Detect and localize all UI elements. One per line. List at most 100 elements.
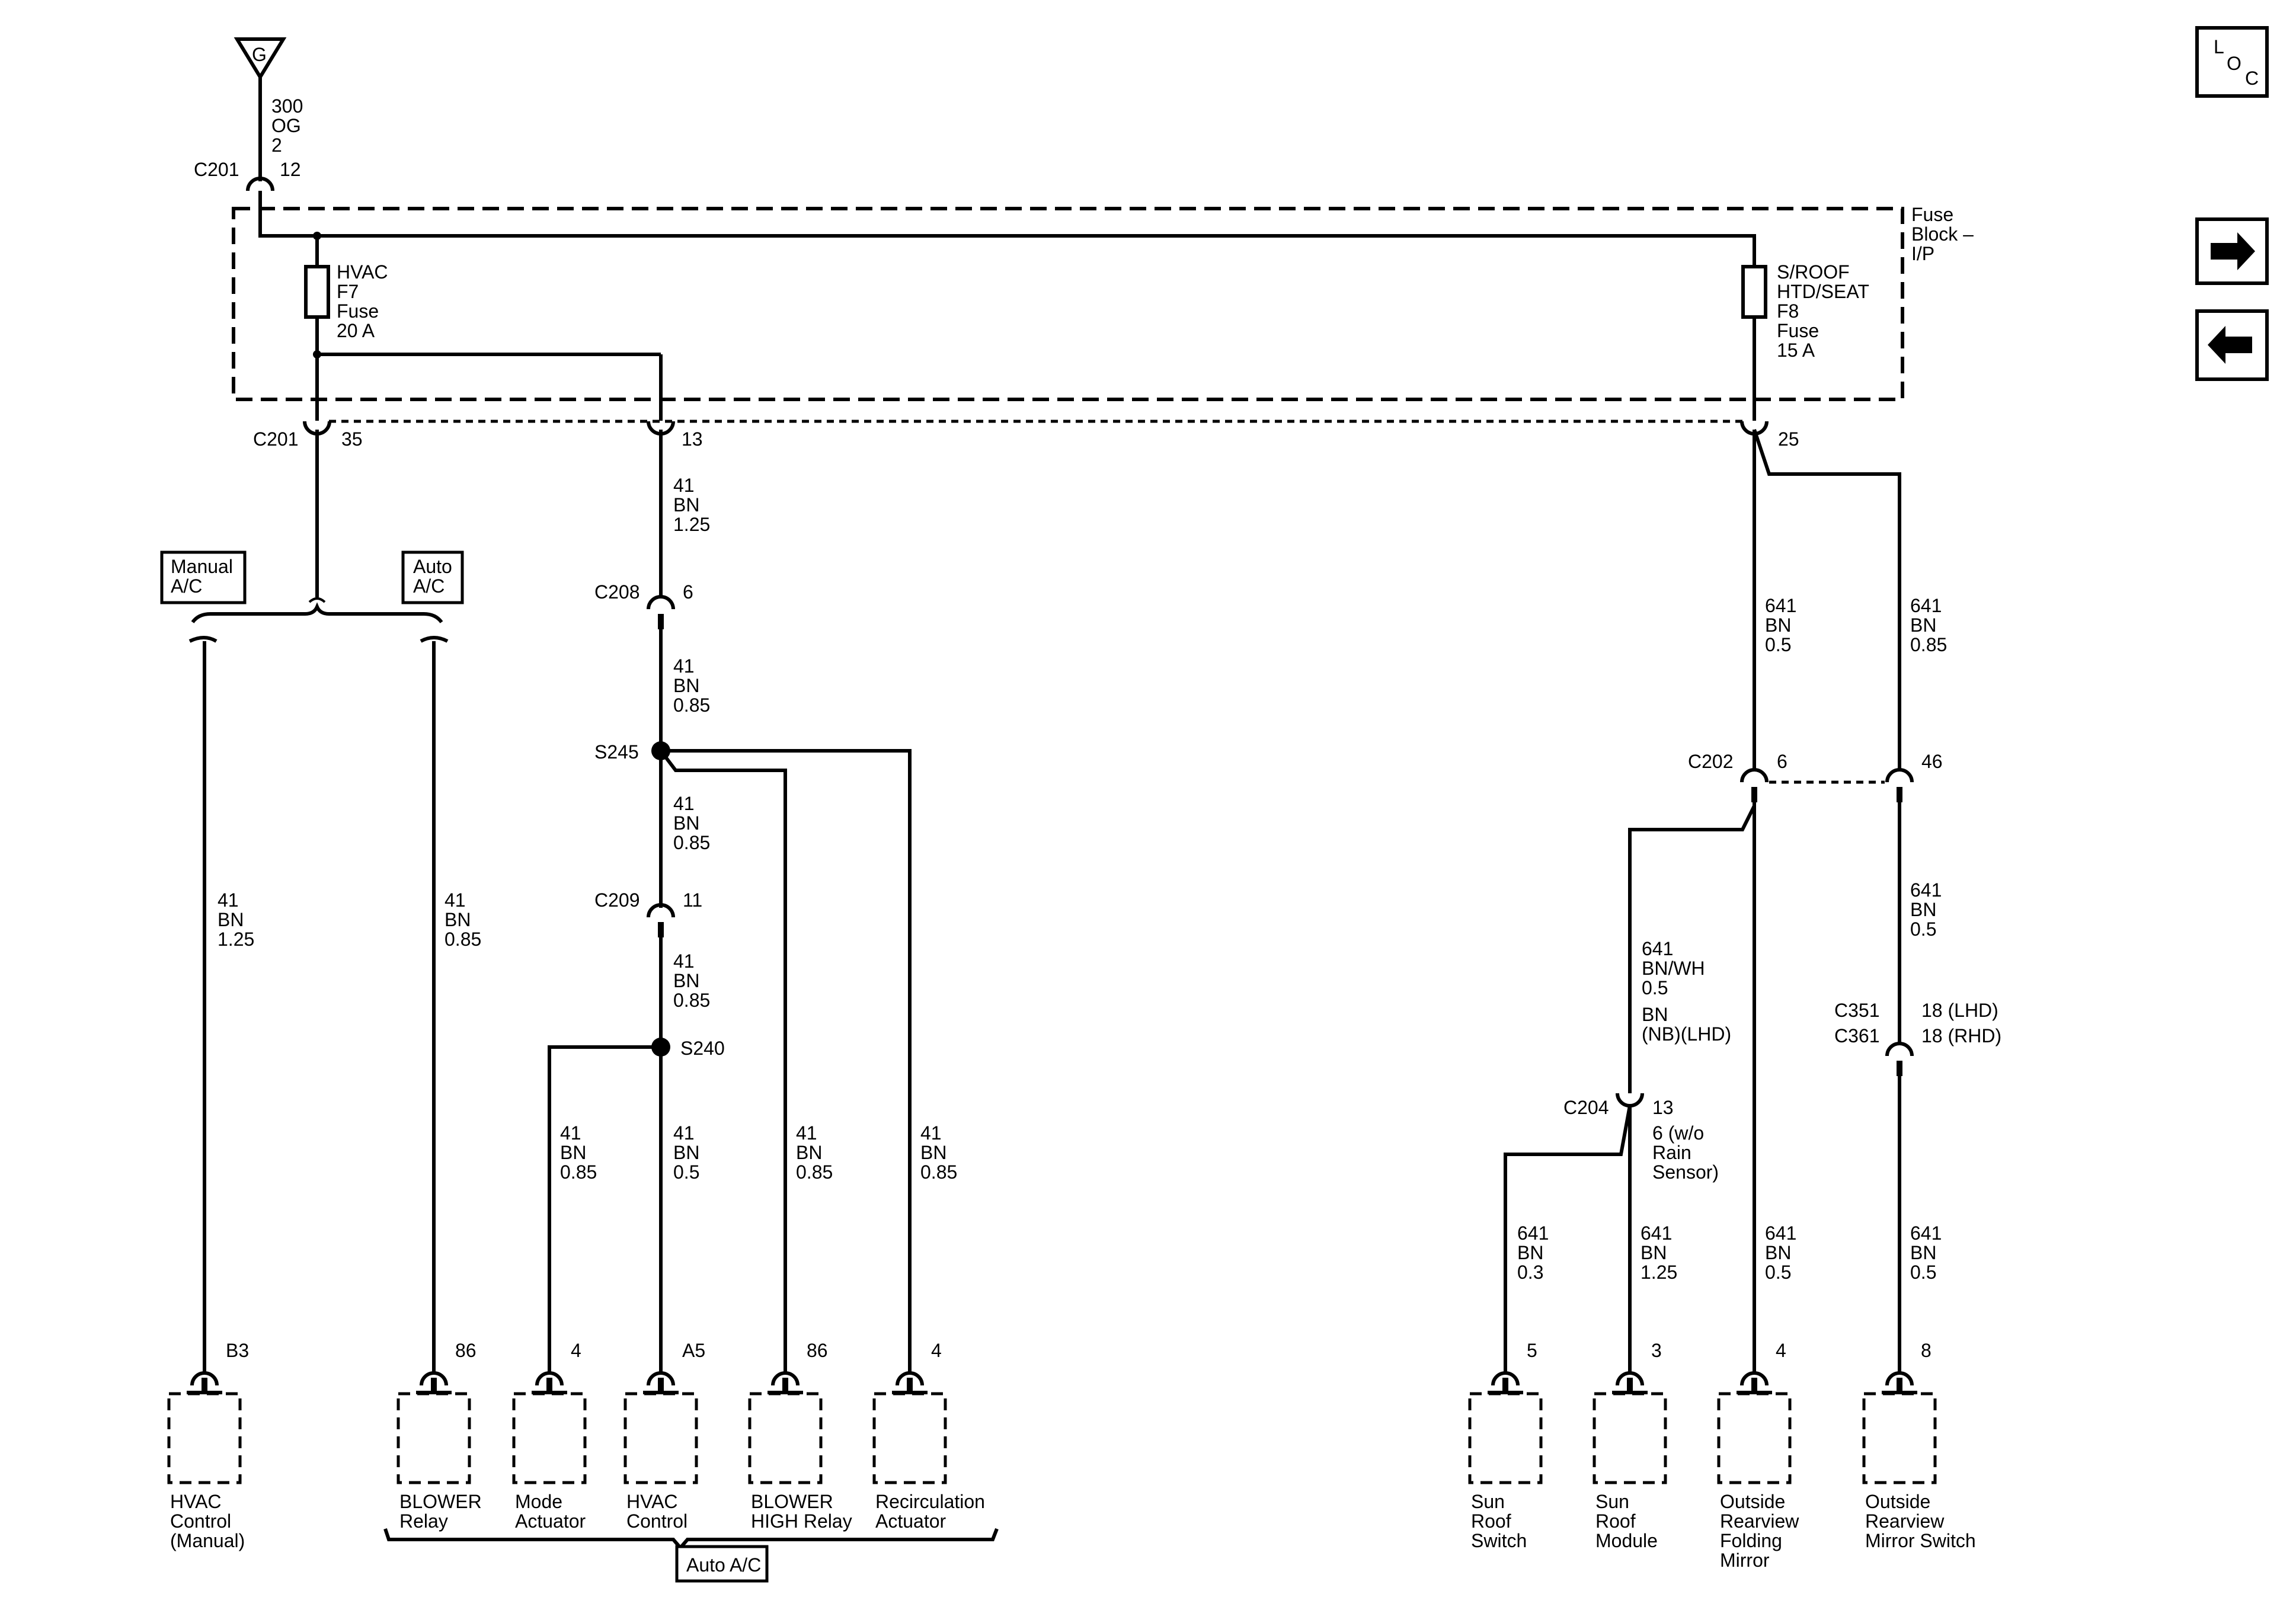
svg-text:BN: BN	[560, 1142, 586, 1163]
connector-c204: C204 13 6 (w/o Rain Sensor)	[1563, 1093, 1719, 1183]
component-label: Actuator	[515, 1510, 586, 1532]
svg-text:300: 300	[271, 95, 303, 117]
component-label: Recirculation	[875, 1491, 985, 1512]
svg-text:35: 35	[341, 428, 363, 450]
wire-label-mirror-sw: 641 BN 0.5	[1910, 1222, 1942, 1283]
svg-text:12: 12	[280, 159, 301, 180]
loc-c-text: C	[2245, 68, 2259, 89]
next-page-arrow-icon[interactable]	[2195, 217, 2269, 285]
component-label: Control	[626, 1510, 687, 1532]
component-body	[1717, 1392, 1792, 1484]
svg-text:HVAC: HVAC	[337, 261, 388, 283]
svg-text:BN: BN	[218, 909, 244, 930]
svg-text:S240: S240	[680, 1038, 725, 1059]
svg-text:15 A: 15 A	[1777, 340, 1815, 361]
svg-text:6: 6	[1777, 751, 1787, 772]
svg-text:C201: C201	[194, 159, 239, 180]
fuse-f7	[304, 265, 330, 319]
svg-text:Fuse: Fuse	[1777, 320, 1819, 341]
svg-text:Sensor): Sensor)	[1652, 1161, 1719, 1183]
component-label: Outside	[1720, 1491, 1785, 1512]
svg-text:46: 46	[1921, 751, 1943, 772]
svg-text:0.85: 0.85	[1910, 634, 1947, 655]
svg-text:C351: C351	[1834, 1000, 1880, 1021]
wire-label-blower-high: 41 BN 0.85	[796, 1122, 833, 1183]
svg-text:Auto: Auto	[413, 556, 452, 577]
svg-text:41: 41	[218, 889, 239, 911]
component-label: Sun	[1595, 1491, 1629, 1512]
svg-text:BN: BN	[1517, 1242, 1543, 1263]
component-label: Control	[170, 1510, 231, 1532]
svg-text:F7: F7	[337, 281, 359, 302]
svg-text:BN: BN	[1642, 1004, 1668, 1025]
component-pin: 4	[931, 1340, 942, 1361]
component-label: Folding	[1720, 1530, 1782, 1551]
component-label: Roof	[1471, 1510, 1511, 1532]
wire-label-hvac-ctl: 41 BN 0.5	[673, 1122, 699, 1183]
connector-c201-pin13: 13	[647, 421, 703, 450]
component-label: BLOWER	[751, 1491, 833, 1512]
svg-text:BN: BN	[673, 675, 699, 696]
svg-text:1.25: 1.25	[1641, 1262, 1677, 1283]
svg-text:41: 41	[673, 950, 695, 972]
connector-c202: C202 6 46	[1688, 751, 1943, 802]
svg-text:C202: C202	[1688, 751, 1734, 772]
svg-text:641: 641	[1641, 1222, 1672, 1244]
wire-label-mode: 41 BN 0.85	[560, 1122, 597, 1183]
svg-text:1.25: 1.25	[673, 514, 710, 535]
svg-text:BN: BN	[1910, 899, 1936, 920]
svg-text:C209: C209	[594, 889, 640, 911]
svg-text:18 (LHD): 18 (LHD)	[1921, 1000, 1998, 1021]
svg-text:S/ROOF: S/ROOF	[1777, 261, 1850, 283]
location-view-icon[interactable]: L O C	[2195, 26, 2269, 98]
svg-text:13: 13	[1652, 1097, 1674, 1118]
option-auto-ac-bottom: Auto A/C	[675, 1545, 769, 1583]
svg-text:18 (RHD): 18 (RHD)	[1921, 1025, 2001, 1046]
component-label: Rearview	[1720, 1510, 1799, 1532]
wire-label-manual: 41 BN 1.25	[218, 889, 254, 950]
splice-s245: S245	[594, 741, 670, 763]
component-label: BLOWER	[399, 1491, 482, 1512]
component-label: Module	[1595, 1530, 1658, 1551]
svg-text:641: 641	[1910, 879, 1942, 901]
ground-symbol-letter: G	[252, 44, 267, 65]
wire-label-46-c351: 641 BN 0.5	[1910, 879, 1942, 940]
component-label: Roof	[1595, 1510, 1636, 1532]
wire-label-recirc: 41 BN 0.85	[920, 1122, 957, 1183]
svg-text:0.5: 0.5	[1910, 1262, 1936, 1283]
connector-c209: C209 11	[594, 889, 702, 937]
svg-text:0.5: 0.5	[673, 1161, 699, 1183]
component-label: Mirror Switch	[1865, 1530, 1976, 1551]
svg-text:C204: C204	[1563, 1097, 1609, 1118]
wire-label-c208-s245: 41 BN 0.85	[673, 655, 710, 716]
svg-text:25: 25	[1778, 428, 1799, 450]
svg-text:6: 6	[683, 581, 693, 603]
svg-text:0.85: 0.85	[673, 990, 710, 1011]
svg-text:41: 41	[796, 1122, 817, 1144]
component-label: Mirror	[1720, 1550, 1770, 1571]
component-label: (Manual)	[170, 1530, 245, 1551]
svg-text:Fuse: Fuse	[337, 300, 379, 322]
svg-text:0.85: 0.85	[673, 694, 710, 716]
svg-text:0.5: 0.5	[1765, 634, 1791, 655]
component-label: Actuator	[875, 1510, 946, 1532]
svg-text:41: 41	[673, 475, 695, 496]
svg-text:BN: BN	[1910, 1242, 1936, 1263]
component-label: Sun	[1471, 1491, 1505, 1512]
component-pin: A5	[682, 1340, 705, 1361]
svg-text:BN: BN	[796, 1142, 822, 1163]
svg-text:Auto A/C: Auto A/C	[686, 1554, 761, 1576]
component-pin: 86	[807, 1340, 828, 1361]
svg-text:41: 41	[673, 655, 695, 677]
component-body	[167, 1392, 242, 1484]
svg-text:BN: BN	[445, 909, 471, 930]
wire-label-41-125: 41 BN 1.25	[673, 475, 710, 535]
previous-page-arrow-icon[interactable]	[2195, 309, 2269, 381]
component-label: Outside	[1865, 1491, 1930, 1512]
svg-text:Fuse: Fuse	[1911, 204, 1953, 225]
wire-label-c204-in: 641 BN/WH 0.5 BN (NB)(LHD)	[1642, 938, 1731, 1045]
